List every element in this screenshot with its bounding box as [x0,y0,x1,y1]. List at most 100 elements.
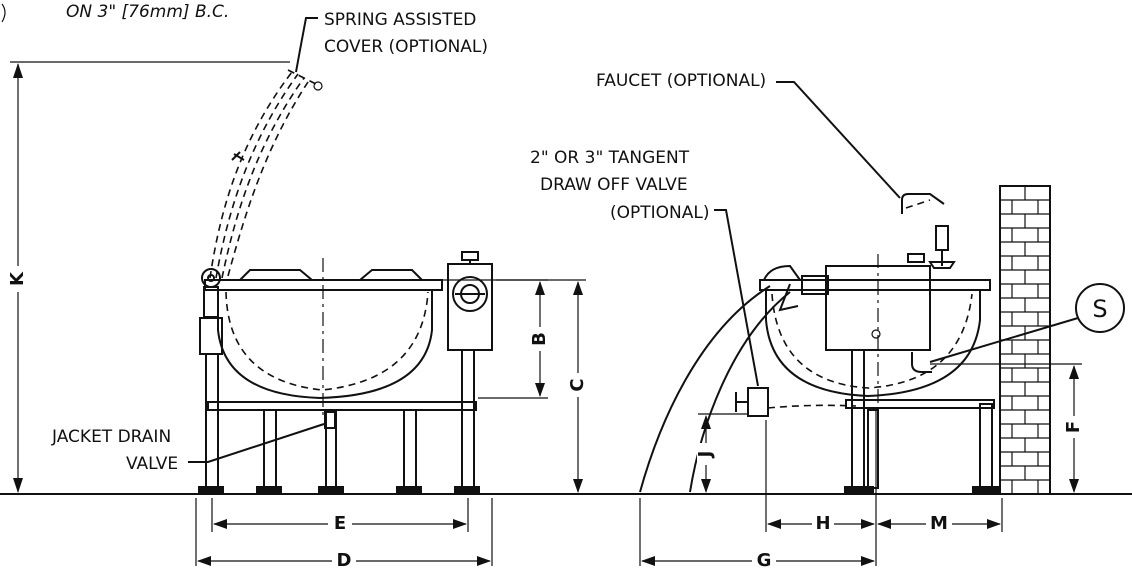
e-label-bg [328,514,352,534]
right-foot-front [844,486,874,494]
k-label: K [7,271,28,286]
faucet-body [935,225,949,251]
gearbox-knob [461,251,479,261]
m-label: M [930,513,948,534]
b-arrow-top [535,281,545,295]
c-label-bg [569,373,587,397]
m-arrow-right [987,519,1001,529]
right-kettle-inner-dashed [771,293,973,389]
jacket-drain-label-line1: JACKET DRAIN [51,427,171,447]
b-arrow-bottom [535,383,545,397]
c-arrow-bottom [573,479,583,493]
h-label: H [815,513,830,534]
cover-handle-knob [313,81,323,91]
right-leg-front [851,349,865,489]
k-arrow-top [13,63,23,78]
gearbox-wheel [452,276,488,312]
b-label-bg [531,327,549,351]
left-leg-1 [205,353,219,489]
faucet-spout [901,193,945,214]
draw-off-valve-dashed [767,404,857,409]
cover-handle-dashed [287,69,317,85]
right-kettle-rim [759,279,991,291]
side-handwheel-handle [778,283,799,312]
faucet-dashed [905,199,931,209]
h-arrow-right [861,519,875,529]
tangent-label-line1: 2" OR 3" TANGENT [530,148,690,168]
g-label: G [757,550,772,569]
left-foot-4 [396,486,422,494]
brick-wall [999,185,1051,495]
steam-inlet-pipe [911,352,932,373]
left-pivot-center [207,274,215,282]
j-arrow-bottom [701,479,711,493]
s-marker-circle [1075,283,1125,333]
e-arrow-right [453,519,467,529]
f-arrow-bottom [1069,479,1079,493]
tangent-label-line2: DRAW OFF VALVE [540,175,688,195]
draw-off-valve-body [747,387,769,417]
cover-dashed-3 [221,77,305,279]
left-foot-5 [454,486,480,494]
h-arrow-left [767,519,781,529]
jacket-drain-leader [188,423,325,463]
tangent-leader [714,209,759,387]
left-foot-2 [256,486,282,494]
left-leg-4 [461,349,475,489]
m-label-bg [926,514,952,534]
jacket-drain-label-line2: VALVE [126,454,178,474]
left-kettle-lid-left [239,269,313,281]
pour-arc-outer [639,285,771,493]
g-label-bg [752,551,776,569]
left-foot-3 [318,486,344,494]
tangent-label-line3: (OPTIONAL) [610,203,710,223]
c-arrow-top [573,281,583,295]
k-arrow-bottom [13,478,23,493]
left-post-upper [203,286,219,318]
right-leg-back [979,403,993,489]
left-foot-1 [198,486,224,494]
right-kettle-bowl [765,290,981,398]
left-kettle-inner-dashed [225,291,429,391]
e-arrow-left [213,519,227,529]
cover-dashed-1 [209,71,293,279]
right-kettle-spout [763,264,801,281]
j-arrow-top [701,415,711,429]
left-kettle-bowl [217,290,433,400]
left-kettle-lid-right [359,269,423,281]
f-label: F [1063,421,1084,433]
spring-cover-leader [295,17,318,73]
spring-cover-label-line2: COVER (OPTIONAL) [324,37,488,57]
d-arrow-right [477,556,491,566]
faucet-label: FAUCET (OPTIONAL) [596,71,766,91]
j-label-bg [697,443,715,465]
f-label-bg [1065,416,1083,438]
faucet-leader [776,81,901,199]
s-marker-label: S [1092,295,1107,323]
side-gearbox-knob [907,253,925,263]
spring-cover-label-line1: SPRING ASSISTED [324,10,476,30]
left-leg-3 [403,409,417,489]
f-arrow-top [1069,365,1079,379]
side-handwheel-hub [801,275,829,295]
left-crossbar [207,401,477,411]
d-label-bg [332,551,356,569]
right-crossbar [845,399,995,409]
faucet-base [928,261,956,269]
side-gearbox-mark [871,329,881,339]
left-leg-2 [263,409,277,489]
j-label: J [695,451,716,460]
cover-dashed-4 [227,81,309,277]
d-arrow-left [197,556,211,566]
h-label-bg [812,514,834,534]
cover-dashed-2 [215,73,299,279]
b-label: B [529,332,550,346]
g-arrow-left [641,556,655,566]
k-label-bg [9,266,27,292]
m-arrow-left [877,519,891,529]
d-label: D [337,550,352,569]
c-label: C [567,378,588,391]
right-foot-back [972,486,1000,494]
e-label: E [334,513,346,534]
